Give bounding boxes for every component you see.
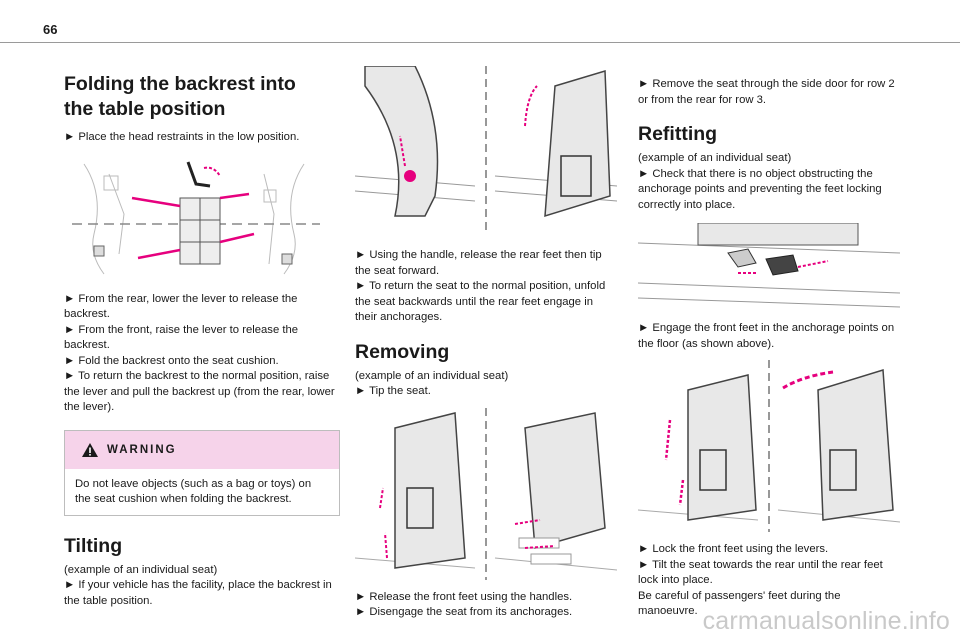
section-title-refitting: Refitting xyxy=(638,123,718,145)
step-fold-backrest: ► Fold the backrest onto the seat cushio… xyxy=(64,354,279,367)
column-1: Folding the backrest into the table posi… xyxy=(64,72,340,609)
tilting-example: (example of an individual seat) xyxy=(64,563,218,576)
step-lower-lever: ► From the rear, lower the lever to rele… xyxy=(64,292,298,321)
step-remove-seat: ► Remove the seat through the side door … xyxy=(638,78,895,106)
step-lock-front-feet: ► Lock the front feet using the levers. xyxy=(638,543,829,555)
warning-title: WARNING xyxy=(107,443,177,456)
header-rule xyxy=(0,42,960,43)
removing-step: ► Tip the seat. xyxy=(355,385,431,397)
step-head-restraints: ► Place the head restraints in the low p… xyxy=(64,131,300,143)
caution-text: Be careful of passengers' feet during th… xyxy=(638,589,841,618)
page-number: 66 xyxy=(43,22,58,37)
figure-release-front-feet xyxy=(355,407,617,580)
column-3: ► Remove the seat through the side door … xyxy=(638,77,900,620)
section-title-folding: Folding the backrest into the table posi… xyxy=(64,73,296,120)
step-unfold-seat: ► To return the seat to the normal posit… xyxy=(355,280,606,323)
figure-tip-seat-forward xyxy=(355,66,617,234)
warning-text: Do not leave objects (such as a bag or t… xyxy=(75,477,312,506)
step-return-backrest: ► To return the backrest to the normal p… xyxy=(64,370,335,413)
warning-triangle-icon xyxy=(82,442,98,457)
tilting-step: ► If your vehicle has the facility, plac… xyxy=(64,579,332,607)
column-2: ► Using the handle, release the rear fee… xyxy=(355,66,617,621)
refitting-step: ► Check that there is no object obstruct… xyxy=(638,167,882,211)
removing-example: (example of an individual seat) xyxy=(355,369,509,382)
section-title-tilting: Tilting xyxy=(64,534,123,557)
step-release-handles: ► Release the front feet using the handl… xyxy=(355,590,573,603)
step-tilt-seat: ► Tilt the seat towards the rear until t… xyxy=(638,558,883,587)
step-engage-front-feet: ► Engage the front feet in the anchorage… xyxy=(638,322,895,350)
figure-anchorage-points xyxy=(638,223,900,311)
warning-header: WARNING xyxy=(65,430,339,469)
watermark: carmanualsonline.info xyxy=(702,607,950,635)
figure-lock-front-feet xyxy=(638,360,900,532)
figure-backrest-levers xyxy=(64,153,328,282)
step-release-rear-feet: ► Using the handle, release the rear fee… xyxy=(355,249,602,277)
section-title-removing: Removing xyxy=(355,340,450,363)
warning-box: WARNING Do not leave objects (such as a … xyxy=(64,429,340,516)
step-raise-lever: ► From the front, raise the lever to rel… xyxy=(64,323,299,352)
refitting-example: (example of an individual seat) xyxy=(638,152,792,164)
step-disengage-seat: ► Disengage the seat from its anchorages… xyxy=(355,606,573,618)
